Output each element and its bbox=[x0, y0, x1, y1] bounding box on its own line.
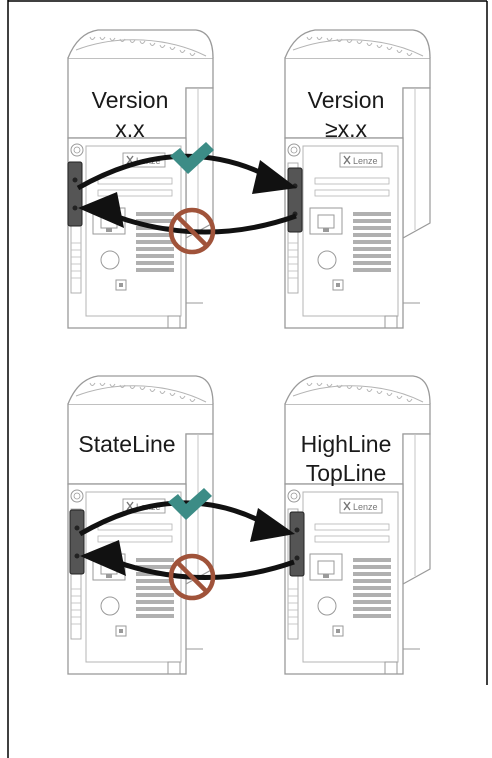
label-line: Version bbox=[91, 87, 169, 113]
diagram-version bbox=[67, 29, 431, 329]
label-line: ≥x.x bbox=[324, 116, 367, 142]
highline-topline-label: HighLine TopLine bbox=[290, 430, 402, 488]
left-module bbox=[69, 509, 85, 575]
right-module bbox=[289, 511, 305, 577]
version-right-label: Version ≥x.x bbox=[296, 86, 396, 144]
figure-frame bbox=[7, 0, 488, 758]
label-line: x.x bbox=[115, 116, 145, 142]
diagram-product-line bbox=[67, 375, 431, 675]
label-line: Version bbox=[307, 87, 385, 113]
left-device bbox=[67, 375, 214, 675]
version-left-label: Version x.x bbox=[80, 86, 180, 144]
right-device bbox=[284, 29, 431, 329]
reverse-arrow bbox=[78, 192, 297, 235]
label-line: HighLine bbox=[300, 431, 392, 457]
right-module bbox=[287, 167, 303, 233]
right-device bbox=[284, 375, 431, 675]
stateline-label: StateLine bbox=[72, 430, 182, 459]
label-line: StateLine bbox=[78, 431, 176, 457]
label-line: TopLine bbox=[305, 460, 387, 486]
left-module bbox=[67, 161, 83, 227]
reverse-arrow bbox=[80, 540, 295, 581]
